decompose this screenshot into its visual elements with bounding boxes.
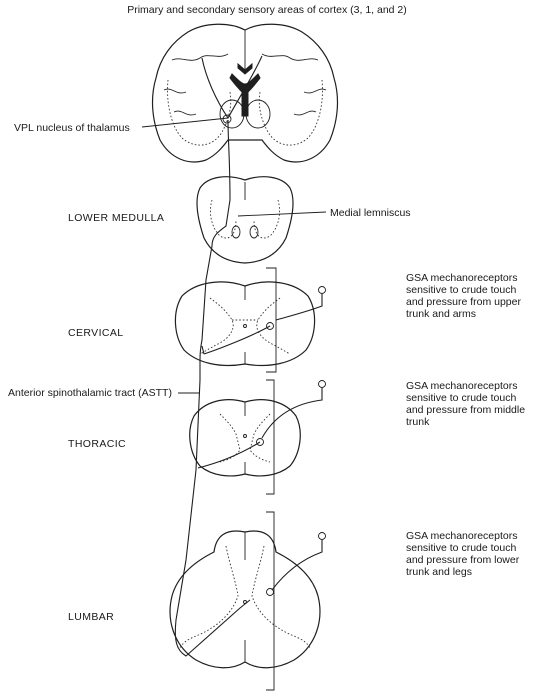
lumbar-root-fiber [266,511,326,691]
vpl-pointer [141,117,229,128]
thoracic-label: THORACIC [68,438,127,450]
cervical-crossing-fibers [201,325,271,355]
brain-coronal-section [151,23,339,163]
astt-label: Anterior spinothalamic tract (ASTT) [8,387,172,399]
cervical-root-fiber [266,267,326,373]
lower-medulla-label: LOWER MEDULLA [68,212,165,224]
cervical-cord-section [174,281,316,367]
cortex-label: Primary and secondary sensory areas of c… [127,4,407,16]
thoracic-crossing-fibers [197,441,261,469]
thoracic-root-fiber [261,379,326,495]
vpl-to-cortex-projection [201,55,263,119]
medial-lemniscus-label: Medial lemniscus [330,207,411,219]
lower-medulla-section [196,176,294,264]
vpl-nucleus-label: VPL nucleus of thalamus [14,122,130,134]
medial-lemniscus-pointer [237,211,327,217]
gsa-upper-trunk-label: GSA mechanoreceptors sensitive to crude … [406,272,521,320]
cervical-label: CERVICAL [68,327,124,339]
lumbar-cord-section [169,530,321,669]
lumbar-label: LUMBAR [68,611,115,623]
gsa-lower-trunk-label: GSA mechanoreceptors sensitive to crude … [406,530,520,578]
thoracic-cord-section [189,399,301,477]
astt-ascending-path [174,119,251,657]
gsa-middle-trunk-label: GSA mechanoreceptors sensitive to crude … [406,380,526,428]
